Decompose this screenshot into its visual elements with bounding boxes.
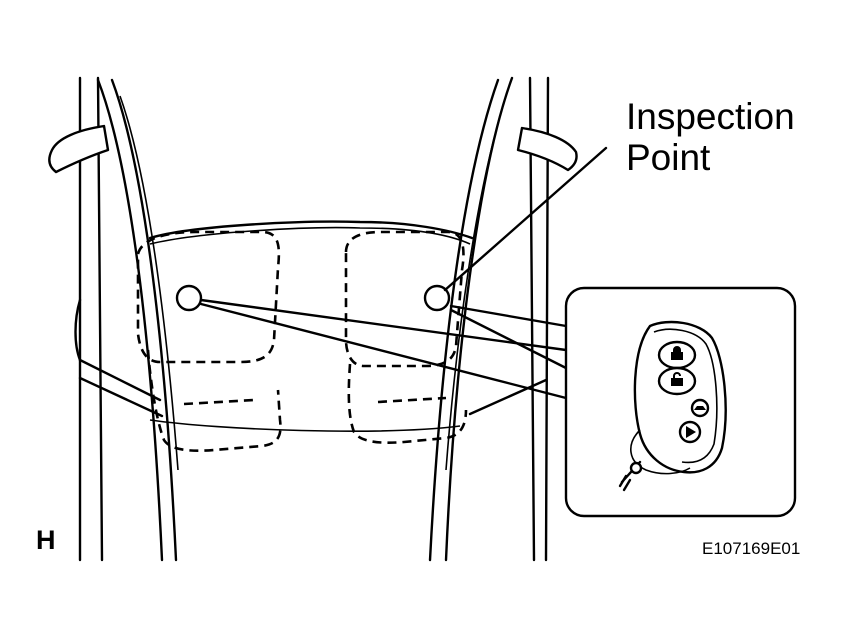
- left-seat: [136, 230, 282, 452]
- inspection-point-left: [175, 284, 203, 312]
- inspection-point-right: [423, 284, 451, 312]
- callout-wedge-left: [199, 298, 568, 400]
- left-door-handle: [74, 298, 82, 362]
- inspection-point-label: Inspection Point: [626, 96, 795, 178]
- headliner-inner: [149, 226, 471, 245]
- headliner-outline: [148, 220, 474, 240]
- panic-icon: [686, 426, 696, 438]
- inspection-point-label-line2: Point: [626, 137, 711, 178]
- inspection-point-label-line1: Inspection: [626, 96, 795, 137]
- smart-key: [618, 320, 727, 492]
- view-letter: H: [36, 525, 56, 555]
- right-mirror: [516, 126, 578, 172]
- trunk-icon: [694, 406, 706, 410]
- inspection-point-leader: [443, 146, 608, 292]
- right-seat: [344, 230, 468, 444]
- dashboard-lower: [149, 419, 461, 432]
- left-door-frame: [78, 76, 179, 562]
- unlock-icon: [671, 372, 683, 386]
- lock-icon: [671, 346, 683, 360]
- left-mirror: [48, 124, 110, 174]
- figure-code: E107169E01: [702, 539, 801, 558]
- callout-wedge-right: [449, 304, 568, 370]
